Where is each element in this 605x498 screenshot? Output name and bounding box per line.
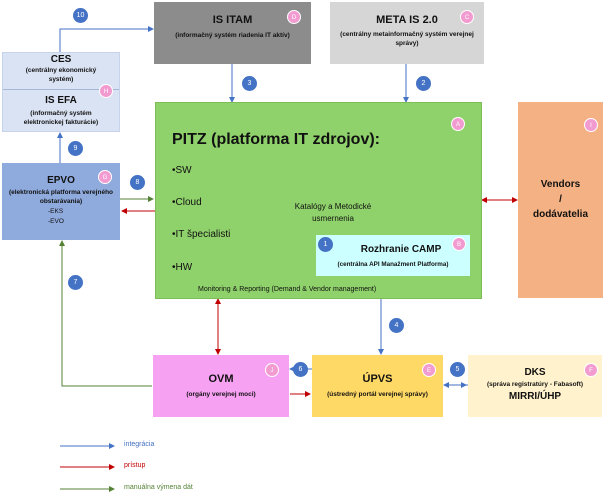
badge-g: G	[98, 170, 112, 184]
number-10: 10	[73, 8, 88, 23]
number-9: 9	[68, 141, 83, 156]
legend-access: prístup	[124, 462, 146, 469]
ces-title: CES	[50, 54, 72, 65]
epvo-item-eks: -EKS	[48, 208, 64, 215]
ces-subtitle: (centrálny ekonomický systém)	[25, 67, 97, 83]
badge-c: C	[460, 10, 474, 24]
legend-manual: manuálna výmena dát	[124, 484, 193, 491]
dks-box: DKS (správa registratúry - Fabasoft) MIR…	[468, 355, 602, 417]
is-efa-title: IS EFA	[45, 95, 77, 106]
upvs-subtitle: (ústredný portál verejnej správy)	[327, 391, 428, 398]
vendors-line2: /	[559, 194, 562, 205]
is-itam-box: IS ITAM (informačný systém riadenia IT a…	[154, 2, 311, 64]
badge-h: H	[99, 84, 113, 98]
ovm-subtitle: (orgány verejnej moci)	[186, 391, 256, 398]
camp-title: Rozhranie CAMP	[360, 244, 442, 255]
number-8: 8	[130, 175, 145, 190]
upvs-title: ÚPVS	[362, 373, 393, 385]
meta-is-title: META IS 2.0	[376, 14, 438, 26]
pitz-item-cloud: •Cloud	[172, 197, 202, 208]
vendors-line1: Vendors	[540, 179, 581, 190]
ovm-title: OVM	[208, 373, 234, 385]
camp-subtitle: (centrálna API Manažment Platforma)	[337, 261, 449, 268]
number-4: 4	[389, 318, 404, 333]
is-efa-subtitle: (informačný systém elektronickej fakturá…	[23, 110, 99, 126]
badge-j: J	[265, 363, 279, 377]
pitz-item-sw: •SW	[172, 165, 192, 176]
camp-box: Rozhranie CAMP (centrálna API Manažment …	[315, 234, 471, 277]
pitz-item-it: •IT špecialisti	[172, 229, 231, 240]
badge-i: I	[584, 118, 598, 132]
epvo-title: EPVO	[47, 175, 75, 186]
meta-is-box: META IS 2.0 (centrálny metainformačný sy…	[330, 2, 484, 64]
ovm-box: OVM (orgány verejnej moci) J	[153, 355, 289, 417]
badge-d: D	[287, 10, 301, 24]
vendors-box: Vendors / dodávatelia I	[518, 102, 603, 298]
number-5: 5	[450, 362, 465, 377]
ces-efa-box: CES (centrálny ekonomický systém) IS EFA…	[2, 52, 120, 132]
pitz-item-hw: •HW	[172, 262, 193, 273]
badge-f: F	[584, 363, 598, 377]
epvo-subtitle: (elektronická platforma verejného obstar…	[8, 189, 114, 205]
badge-e: E	[422, 363, 436, 377]
pitz-catalog: Katalógy a Metodické usmernenia	[294, 202, 372, 223]
dks-subtitle: (správa registratúry - Fabasoft)	[486, 381, 584, 388]
arrow-7	[59, 240, 152, 387]
number-7: 7	[68, 275, 83, 290]
number-6: 6	[293, 362, 308, 377]
epvo-item-evo: -EVO	[48, 218, 64, 225]
number-1: 1	[318, 237, 333, 252]
pitz-title: PITZ (platforma IT zdrojov):	[172, 131, 380, 148]
legend-integration: integrácia	[124, 441, 155, 448]
number-2: 2	[416, 76, 431, 91]
pitz-footer: Monitoring & Reporting (Demand & Vendor …	[198, 286, 377, 293]
dks-title: DKS	[524, 367, 546, 378]
meta-is-subtitle: (centrálny metainformačný systém verejne…	[340, 31, 474, 47]
arrow-10	[59, 26, 154, 52]
ces-efa-divider	[3, 89, 119, 90]
dks-line2: MIRRI/ÚHP	[508, 391, 562, 402]
epvo-box: EPVO (elektronická platforma verejného o…	[2, 163, 120, 240]
badge-b: B	[452, 237, 466, 251]
is-itam-subtitle: (informačný systém riadenia IT aktív)	[175, 32, 290, 39]
is-itam-title: IS ITAM	[212, 14, 253, 26]
vendors-line3: dodávatelia	[532, 209, 589, 220]
upvs-box: ÚPVS (ústredný portál verejnej správy) E	[312, 355, 443, 417]
number-3: 3	[242, 76, 257, 91]
badge-a: A	[451, 117, 465, 131]
